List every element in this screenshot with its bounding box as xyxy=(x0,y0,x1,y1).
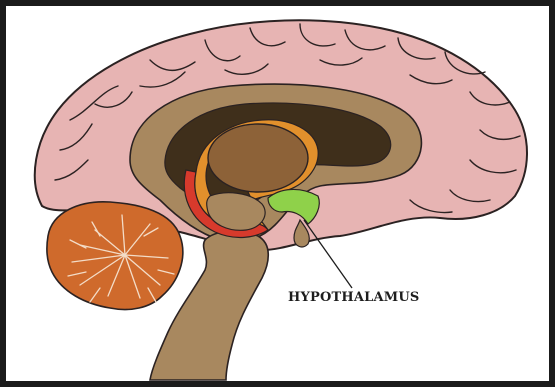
hypothalamus-label: HYPOTHALAMUS xyxy=(288,290,419,305)
cerebellum xyxy=(47,202,183,310)
thalamus xyxy=(208,124,308,192)
